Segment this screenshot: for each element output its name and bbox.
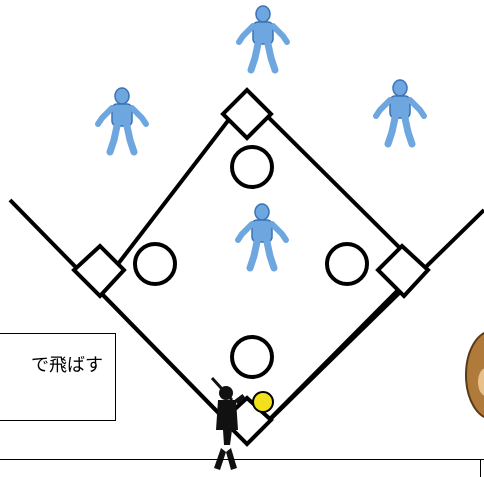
caption-box: で飛ばす	[0, 333, 116, 421]
center-fielder-icon	[239, 6, 287, 70]
caption-text: で飛ばす	[31, 355, 103, 376]
position-circle-home	[230, 335, 274, 379]
ball-icon	[252, 391, 274, 413]
right-fielder-icon	[376, 80, 424, 144]
pitcher-figure-icon	[238, 204, 286, 268]
third-base	[71, 243, 127, 299]
bottom-rule-line	[0, 459, 484, 460]
second-base	[220, 87, 274, 141]
first-base	[375, 243, 431, 299]
right-edge-line	[480, 459, 481, 477]
monkey-mascot-icon	[465, 332, 484, 418]
position-circle-first	[325, 242, 369, 286]
position-circle-third	[133, 242, 177, 286]
batter-silhouette-icon	[210, 376, 246, 470]
left-fielder-icon	[98, 88, 146, 152]
position-circle-second	[230, 145, 274, 189]
